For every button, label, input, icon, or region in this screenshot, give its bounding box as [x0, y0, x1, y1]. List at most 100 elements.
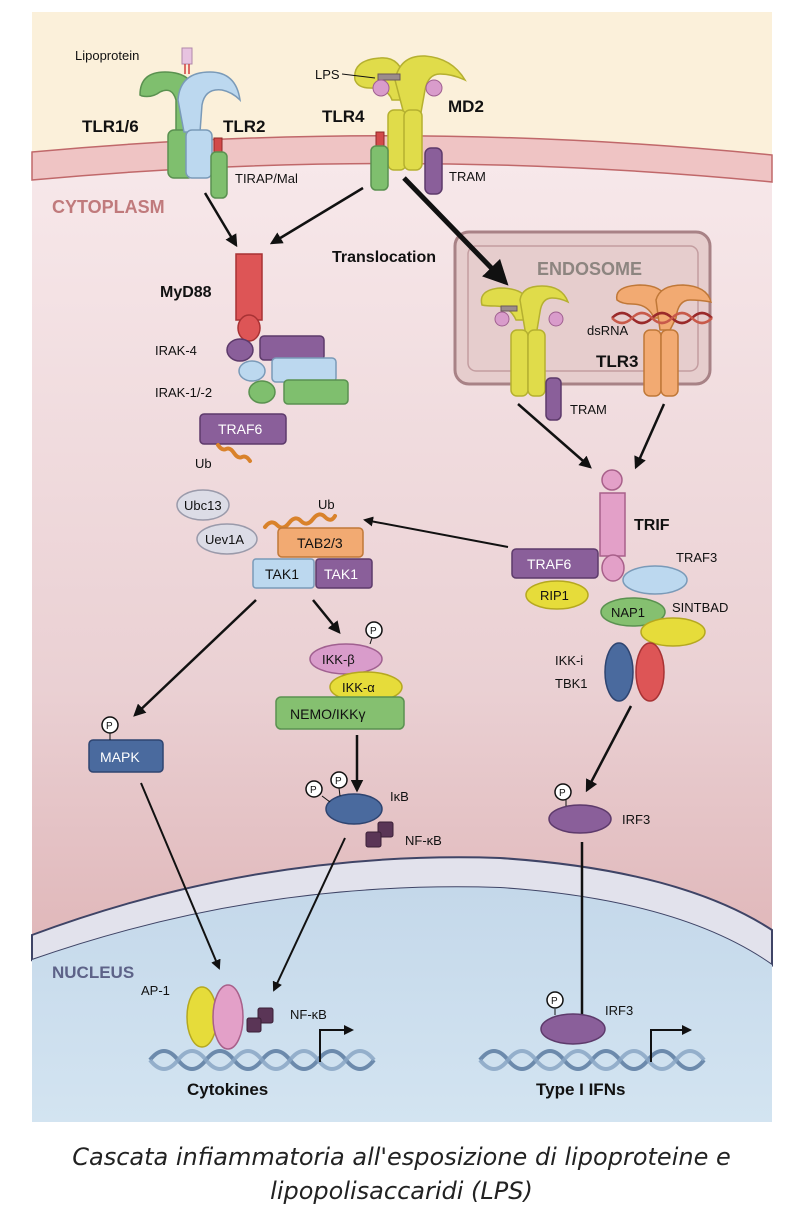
- tram-membrane-label: TRAM: [449, 169, 486, 184]
- ikb-label: IκB: [390, 789, 409, 804]
- nap1-label: NAP1: [611, 605, 645, 620]
- nemo-box: [275, 696, 405, 730]
- nap1-protein: [600, 597, 666, 627]
- phosphate-ikb-2: P: [330, 771, 348, 797]
- ubiquitin-chain-1: [216, 443, 252, 463]
- ikk-beta-label: IKK-β: [322, 652, 355, 667]
- tab23-label: TAB2/3: [297, 535, 343, 551]
- ikk-alpha-label: IKK-α: [342, 680, 375, 695]
- tlr1-6-tlr2-complex: [139, 47, 242, 199]
- mapk-label: MAPK: [100, 749, 140, 765]
- traf6-myd88-box: [199, 413, 287, 445]
- transcription-start-left: [319, 1025, 354, 1062]
- ikb-protein: [325, 793, 383, 825]
- tlr3-complex: [611, 284, 713, 397]
- mapk-box: [88, 739, 164, 773]
- figure-caption: Cascata infiammatoria all'esposizione di…: [0, 1140, 803, 1208]
- arrow-mapk-to-ap1: [140, 782, 221, 970]
- tlr2-label: TLR2: [223, 117, 266, 136]
- caption-line-1: Cascata infiammatoria all'esposizione di…: [72, 1143, 731, 1171]
- arrow-tlr4-to-myd88: [269, 186, 364, 245]
- nemo-label: NEMO/IKKγ: [290, 706, 365, 722]
- ub1-label: Ub: [195, 456, 212, 471]
- traf3-protein: [622, 565, 688, 595]
- irak12-label: IRAK-1/-2: [155, 385, 212, 400]
- arrow-tak1-to-ikk: [312, 599, 341, 634]
- svg-text:P: P: [370, 626, 377, 637]
- irak-complex: [226, 335, 349, 405]
- ap1-protein-b: [212, 984, 244, 1050]
- tak1-box-a: [252, 558, 315, 589]
- md2-label: MD2: [448, 97, 484, 116]
- caption-line-2: lipopolisaccaridi (LPS): [270, 1177, 533, 1205]
- tak1-label-b: TAK1: [324, 566, 358, 582]
- sintbad-label: SINTBAD: [672, 600, 728, 615]
- phosphate-irf3-nucleus: P: [546, 991, 564, 1015]
- tlr4-label: TLR4: [322, 107, 365, 126]
- nfkb-nucleus-label: NF-κB: [290, 1007, 327, 1022]
- phosphate-mapk: P: [101, 716, 119, 740]
- uev1a-label: Uev1A: [205, 532, 244, 547]
- irf3-nucleus-protein: [540, 1013, 606, 1045]
- arrow-translocation: [402, 176, 509, 286]
- arrow-trif-traf6-to-tab: [363, 516, 509, 548]
- tirap-label: TIRAP/Mal: [235, 171, 298, 186]
- tbk1-label: TBK1: [555, 676, 588, 691]
- lps-label: LPS: [315, 67, 340, 82]
- svg-text:P: P: [335, 776, 342, 787]
- tab23-box: [277, 527, 364, 558]
- tlr1-6-label: TLR1/6: [82, 117, 139, 136]
- ubiquitin-chain-2: [263, 512, 337, 530]
- ap1-label: AP-1: [141, 983, 170, 998]
- ubc13-protein: [176, 489, 230, 521]
- lipoprotein-label: Lipoprotein: [75, 48, 139, 63]
- uev1a-protein: [196, 523, 258, 555]
- tram-endosome-label: TRAM: [570, 402, 607, 417]
- irf3-nucleus-label: IRF3: [605, 1003, 633, 1018]
- nfkb-cyto-label: NF-κB: [405, 833, 442, 848]
- ikki-protein: [604, 642, 634, 702]
- arrow-nfkb-to-nucleus: [272, 837, 346, 992]
- svg-text:P: P: [310, 785, 317, 796]
- translocation-label: Translocation: [332, 249, 436, 266]
- dna-helix-right: [478, 1049, 706, 1071]
- phosphate-irf3-cyto: P: [554, 783, 572, 806]
- irf3-cyto-protein: [548, 804, 612, 834]
- phosphate-ikk-beta: P: [365, 621, 383, 645]
- tbk1-protein: [635, 642, 665, 702]
- phosphate-ikb-1: P: [305, 780, 331, 803]
- irak4-label: IRAK-4: [155, 343, 197, 358]
- myd88-label: MyD88: [160, 284, 212, 301]
- endosomal-tlr4: [480, 285, 570, 421]
- traf6-trif-label: TRAF6: [527, 556, 572, 572]
- dna-helix-left: [148, 1049, 376, 1071]
- ikki-label: IKK-i: [555, 653, 583, 668]
- traf6-trif-box: [511, 548, 599, 579]
- tak1-box-b: [315, 558, 373, 589]
- rip1-label: RIP1: [540, 588, 569, 603]
- svg-text:P: P: [559, 788, 566, 799]
- myd88-protein: [235, 253, 263, 321]
- svg-text:P: P: [106, 721, 113, 732]
- cytoplasm-label: CYTOPLASM: [52, 197, 165, 217]
- sintbad-protein: [640, 617, 706, 647]
- traf6-myd88-label: TRAF6: [218, 421, 263, 437]
- transcription-start-right: [650, 1025, 692, 1062]
- tlr3-label: TLR3: [596, 352, 639, 371]
- type1-ifns-label: Type I IFNs: [536, 1080, 625, 1099]
- arrow-tlr3-to-trif: [634, 403, 666, 470]
- irf3-cyto-label: IRF3: [622, 812, 650, 827]
- traf3-label: TRAF3: [676, 550, 717, 565]
- ub2-label: Ub: [318, 497, 335, 512]
- svg-text:P: P: [551, 996, 558, 1007]
- tak1-label-a: TAK1: [265, 566, 299, 582]
- rip1-protein: [525, 580, 589, 610]
- tlr4-md2-complex: [353, 55, 467, 195]
- tlr-signaling-diagram: CYTOPLASM NUCLEUS ENDOSOME Lipoprotein T…: [31, 12, 773, 1122]
- trif-protein: [599, 492, 626, 557]
- cytokines-label: Cytokines: [187, 1080, 268, 1099]
- endosome-label: ENDOSOME: [537, 259, 642, 279]
- arrow-tbk1-to-irf3: [585, 705, 633, 793]
- arrow-tak1-to-mapk: [133, 599, 257, 717]
- trif-label: TRIF: [634, 517, 670, 534]
